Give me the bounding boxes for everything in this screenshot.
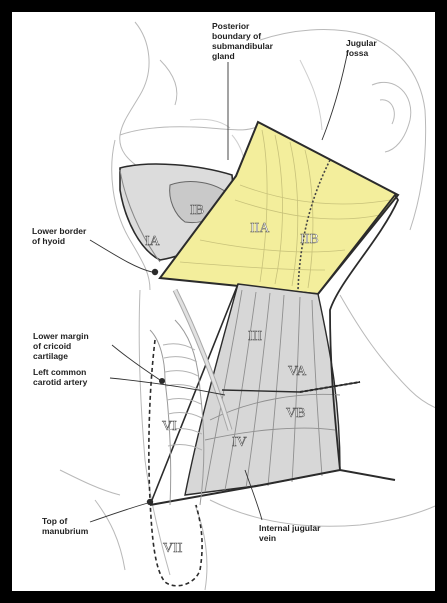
jugular-fossa-line1: Jugular bbox=[346, 38, 377, 48]
illustration-frame: IA IB IIA IIB III IV VA VB VI VII Poster… bbox=[12, 12, 435, 591]
level-vii-label: VII bbox=[163, 541, 183, 556]
posterior-boundary-line2: boundary of bbox=[212, 31, 261, 41]
level-ia-label: IA bbox=[145, 234, 161, 249]
neck-levels-diagram: IA IB IIA IIB III IV VA VB VI VII Poster… bbox=[12, 12, 435, 591]
jugular-fossa-line2: fossa bbox=[346, 48, 368, 58]
top-of-manubrium-line1: Top of bbox=[42, 516, 67, 526]
internal-jugular-line1: Internal jugular bbox=[259, 523, 321, 533]
left-common-carotid-line1: Left common bbox=[33, 367, 86, 377]
level-iv-label: IV bbox=[232, 435, 247, 450]
posterior-boundary-line4: gland bbox=[212, 51, 235, 61]
posterior-boundary-line1: Posterior bbox=[212, 21, 250, 31]
level-iii-label: III bbox=[248, 329, 262, 344]
manubrium-dot bbox=[147, 499, 153, 505]
posterior-boundary-line3: submandibular bbox=[212, 41, 274, 51]
lower-margin-cricoid-line1: Lower margin bbox=[33, 331, 89, 341]
lower-margin-cricoid-line2: of cricoid bbox=[33, 341, 71, 351]
left-common-carotid-line2: carotid artery bbox=[33, 377, 88, 387]
lower-border-hyoid-line1: Lower border bbox=[32, 226, 87, 236]
level-iib-label: IIB bbox=[300, 232, 319, 247]
level-va-label: VA bbox=[288, 364, 307, 379]
cricoid-dot bbox=[159, 378, 165, 384]
lower-border-hyoid-line2: of hyoid bbox=[32, 236, 65, 246]
level-ib-label: IB bbox=[190, 203, 204, 218]
level-vb-label: VB bbox=[286, 406, 305, 421]
level-iia-label: IIA bbox=[250, 221, 270, 236]
hyoid-dot bbox=[152, 269, 158, 275]
level-vi-label: VI bbox=[162, 419, 177, 434]
lower-margin-cricoid-line3: cartilage bbox=[33, 351, 68, 361]
top-of-manubrium-line2: manubrium bbox=[42, 526, 89, 536]
internal-jugular-line2: vein bbox=[259, 533, 276, 543]
